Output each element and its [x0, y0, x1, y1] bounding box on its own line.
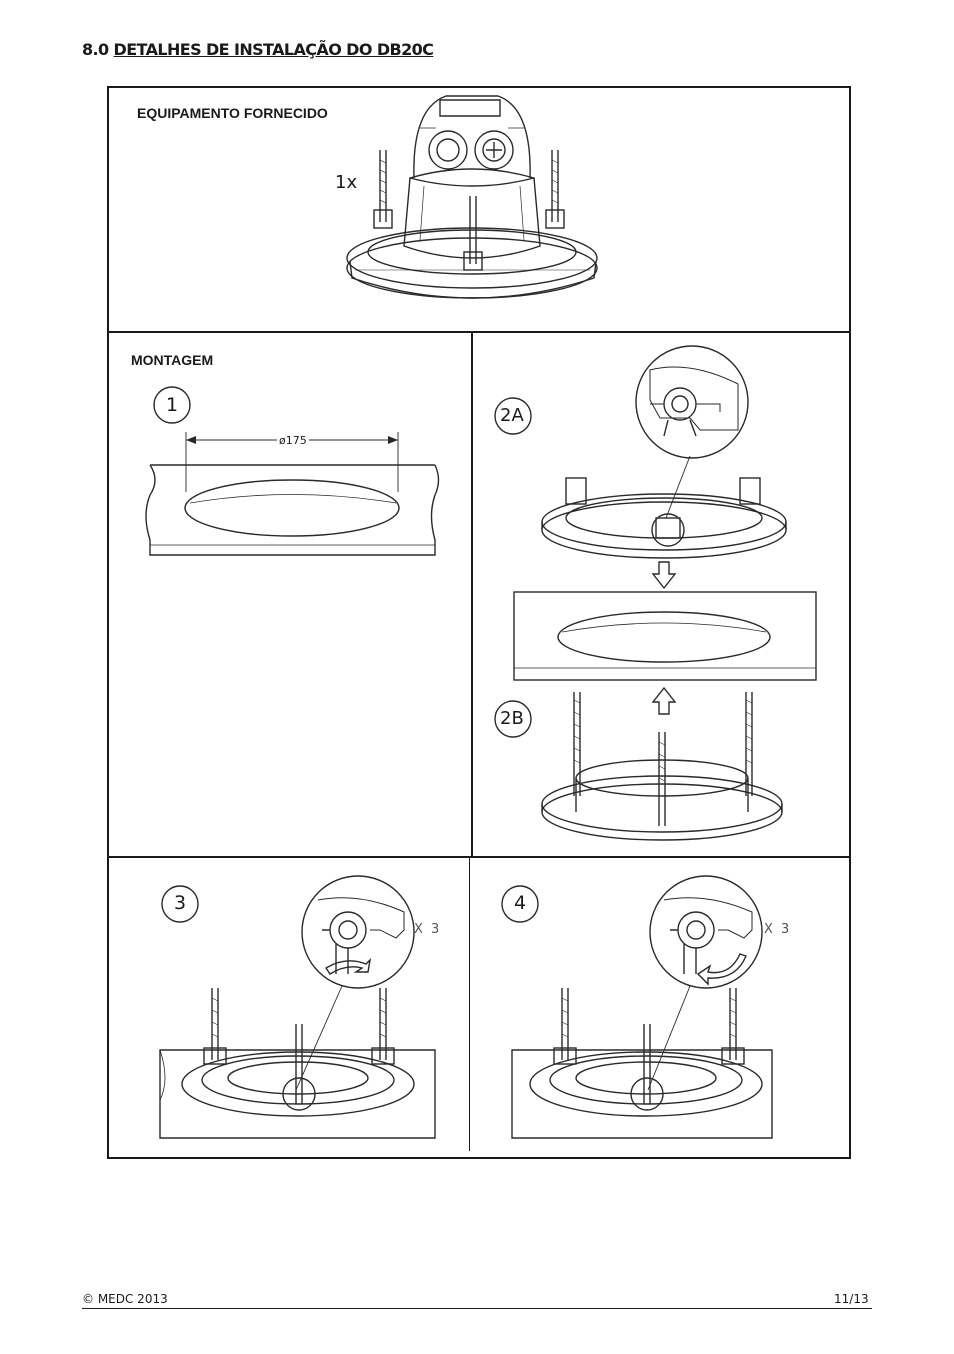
diameter-dimension: ø175: [277, 434, 309, 447]
footer-rule: [82, 1308, 872, 1309]
step-4-number: 4: [514, 892, 527, 914]
divider-v1: [471, 332, 473, 856]
step-4-quantity: X 3: [764, 922, 792, 937]
section-title: DETALHES DE INSTALAÇÃO DO DB20C: [113, 40, 434, 59]
step-3-number: 3: [174, 892, 187, 914]
section-number: 8.0: [82, 40, 114, 59]
equipment-label: EQUIPAMENTO FORNECIDO: [137, 105, 328, 121]
page-heading: 8.0 DETALHES DE INSTALAÇÃO DO DB20C: [82, 40, 434, 59]
assembly-label: MONTAGEM: [131, 352, 214, 368]
arrow-down: [651, 561, 677, 590]
beacon-drawing: [346, 95, 598, 299]
divider-v2: [469, 857, 470, 1151]
step4-drawing: [501, 875, 773, 1139]
magnifier-circle: [635, 345, 749, 459]
step-2a-number: 2A: [500, 405, 524, 426]
step2-drawing: [494, 345, 817, 841]
quantity-label: 1x: [335, 172, 358, 193]
step-1-number: 1: [166, 394, 179, 416]
rotate-arrow: [325, 957, 372, 975]
footer-copyright: © MEDC 2013: [82, 1292, 168, 1306]
installation-frame: [107, 86, 851, 1159]
arrow-up: [651, 686, 677, 715]
divider-1: [107, 331, 851, 333]
rotate-arrow: [696, 953, 747, 986]
divider-2: [107, 856, 851, 858]
step-3-quantity: X 3: [414, 922, 442, 937]
step1-cutout-drawing: [145, 386, 440, 556]
footer-page-number: 11/13: [834, 1292, 869, 1306]
step3-drawing: [159, 875, 436, 1139]
step-2b-number: 2B: [500, 708, 524, 729]
